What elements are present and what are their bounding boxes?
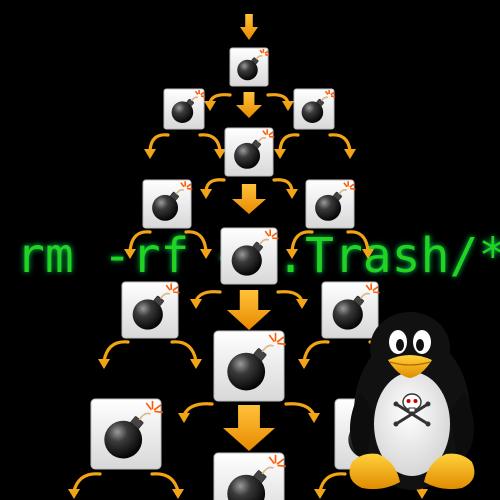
curved-arrow-icon — [286, 230, 314, 259]
arrow-down-icon — [223, 405, 275, 451]
bomb-icon — [237, 49, 270, 81]
bomb-box — [90, 398, 163, 470]
arrow-down-icon — [227, 290, 271, 330]
curved-arrow-icon — [346, 230, 374, 259]
bomb-boxes — [90, 47, 407, 500]
bomb-box — [305, 179, 356, 229]
bomb-icon — [301, 90, 336, 123]
bomb-box — [121, 281, 180, 339]
curved-arrow-icon — [266, 93, 294, 111]
curved-arrow-icon — [204, 93, 232, 111]
bomb-icon — [132, 283, 180, 330]
down-arrows — [223, 14, 275, 451]
bomb-box — [293, 88, 336, 130]
curved-arrow-icon — [200, 178, 226, 199]
bomb-icon — [315, 181, 356, 221]
curved-arrow-icon — [98, 340, 130, 369]
bomb-box — [142, 179, 193, 229]
bomb-box — [321, 281, 380, 339]
curved-arrow-icon — [190, 290, 222, 309]
curved-arrow-icon — [124, 230, 152, 259]
curved-arrow-icon — [314, 472, 347, 499]
curved-arrow-icon — [184, 230, 212, 259]
bomb-icon — [332, 283, 380, 330]
curved-arrow-icon — [274, 133, 300, 159]
bomb-icon — [227, 454, 286, 500]
curved-arrow-icon — [272, 178, 298, 199]
bomb-icon — [231, 229, 279, 276]
bomb-icon — [152, 181, 193, 221]
bomb-icon — [171, 90, 206, 123]
curved-arrow-icon — [276, 290, 308, 309]
curved-arrow-icon — [298, 340, 330, 369]
bomb-icon — [227, 332, 286, 391]
curved-arrow-icon — [68, 472, 102, 499]
arrow-down-icon — [240, 14, 258, 40]
curved-arrow-icon — [198, 133, 226, 159]
bomb-box — [213, 452, 286, 500]
curved-arrow-icon — [328, 133, 356, 159]
bomb-icon — [104, 400, 163, 459]
curved-arrow-icon — [170, 340, 202, 369]
arrow-down-icon — [236, 92, 262, 118]
tux-penguin-icon — [349, 312, 475, 490]
bomb-icon — [234, 129, 275, 169]
bomb-box — [229, 47, 270, 87]
curved-arrow-icon — [284, 402, 320, 423]
bomb-box — [213, 330, 286, 402]
curved-arrow-icon — [178, 402, 214, 423]
bomb-box — [220, 227, 279, 285]
bomb-box — [224, 127, 275, 177]
skull-crossbones-icon — [393, 393, 431, 427]
arrow-down-icon — [232, 184, 266, 214]
curved-arrow-icon — [144, 133, 170, 159]
curved-arrow-icon — [150, 472, 184, 499]
bomb-box — [163, 88, 206, 130]
